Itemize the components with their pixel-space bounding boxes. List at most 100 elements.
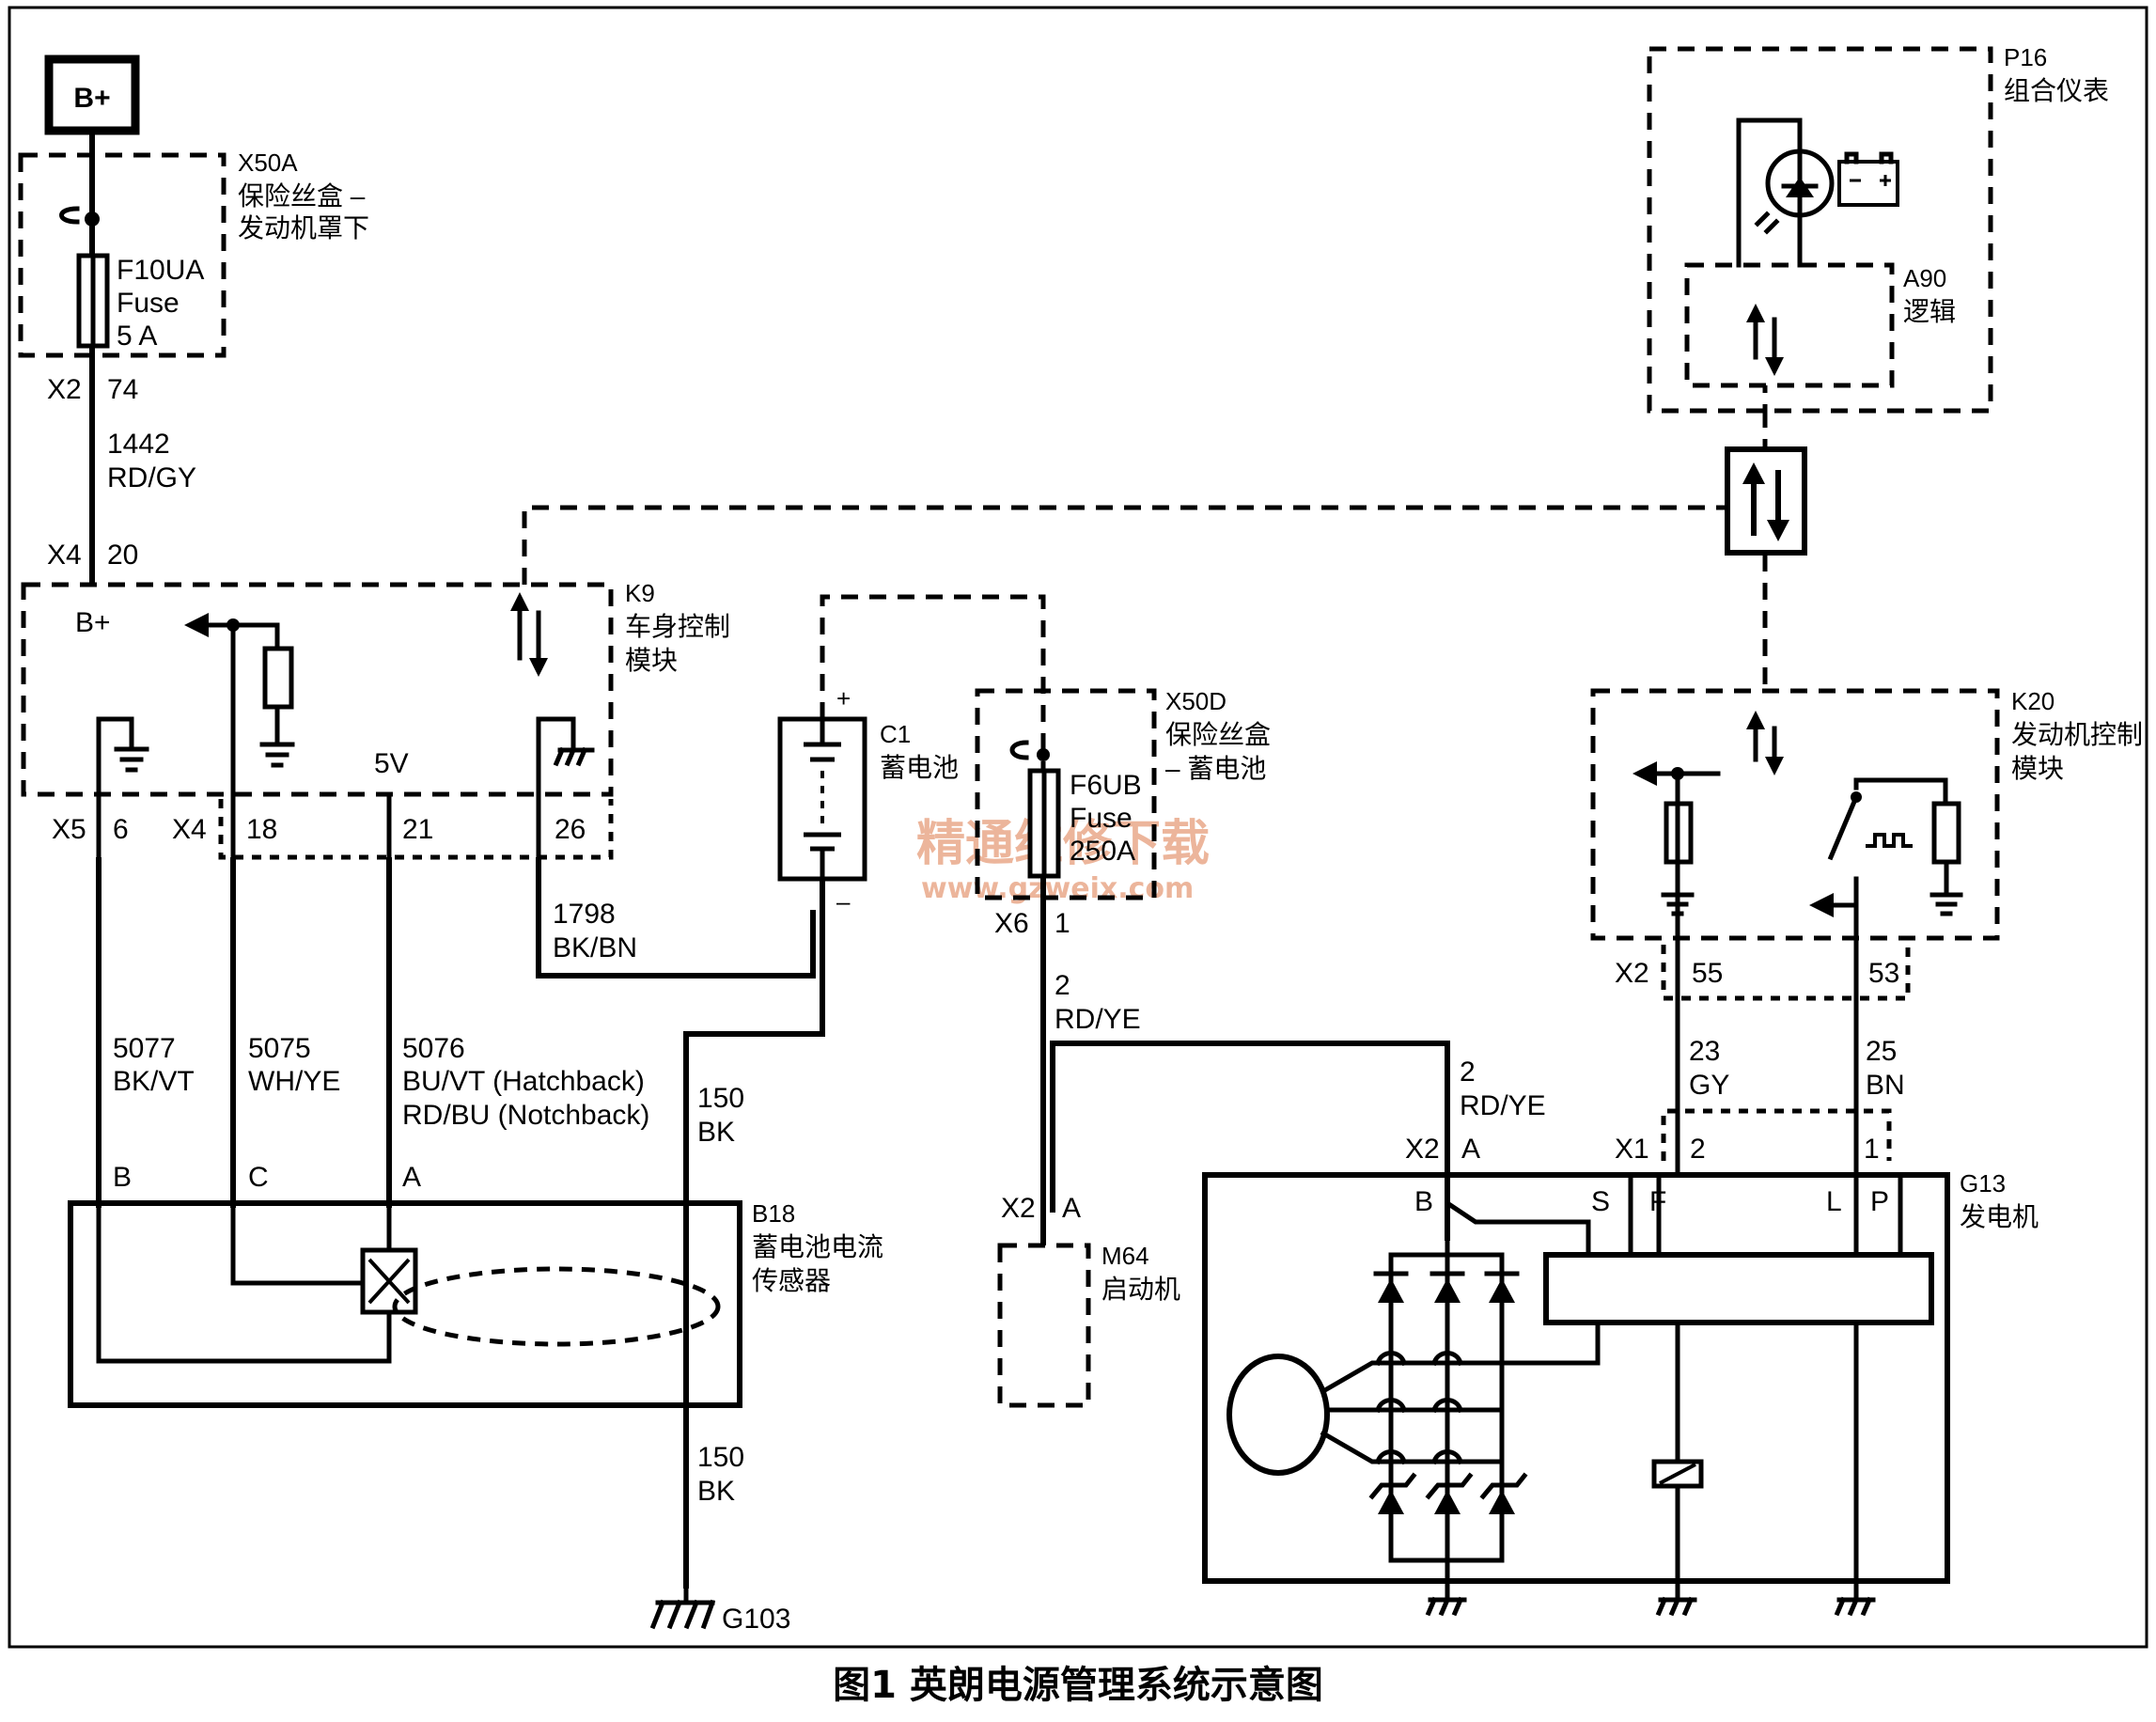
battery-pos: +	[836, 684, 851, 712]
k20-pin55-label: 55	[1692, 958, 1723, 989]
g13-id: G13	[1960, 1169, 2006, 1198]
pin-20-label: 20	[107, 540, 138, 571]
x50d-name-2: – 蓄电池	[1165, 754, 1266, 783]
wire-5076-circuit: 5076	[402, 1033, 465, 1064]
module-k20: K20 发动机控制 模块	[1590, 687, 2143, 941]
wire-150-bottom-color: BK	[697, 1476, 735, 1507]
x50a-name-2: 发动机罩下	[238, 213, 369, 243]
chassis-ground-icon	[553, 746, 595, 767]
ground-icon	[259, 742, 295, 768]
x6-conn-label: X6	[994, 908, 1029, 939]
k9-pin21-label: 21	[402, 814, 433, 845]
b18-pin-c: C	[248, 1162, 269, 1193]
g13-pin-p: P	[1870, 1186, 1889, 1217]
g13-terminal-box	[1628, 1172, 1903, 1258]
battery-fuse-link-dashed	[820, 594, 1046, 822]
fusebox-x50a: X50A 保险丝盒 – 发动机罩下	[18, 149, 369, 358]
bidirectional-arrow-icon	[510, 592, 548, 677]
gen-x1-connector-outline	[1661, 1108, 1892, 1161]
splice-dot	[1037, 748, 1050, 761]
current-loop-icon	[392, 1266, 721, 1347]
m64-pin: A	[1062, 1193, 1081, 1224]
ground-icon	[1929, 859, 1963, 916]
starter-m64: X2 A M64 启动机	[997, 1193, 1180, 1408]
x50a-name-1: 保险丝盒 –	[238, 181, 366, 211]
battery-id: C1	[880, 720, 911, 748]
a90-name: 逻辑	[1903, 297, 1956, 326]
p16-name: 组合仪表	[2004, 76, 2109, 105]
wire-1798-color: BK/BN	[553, 932, 637, 963]
chassis-ground-g103-icon: G103	[649, 1586, 790, 1635]
module-a90: A90 逻辑	[1684, 262, 1956, 388]
arrow-left-icon	[1809, 893, 1834, 917]
pin-1-label: 1	[1055, 908, 1070, 939]
m64-conn: X2	[1001, 1193, 1036, 1224]
watermark-cn: 精通维修下载	[916, 816, 1210, 872]
wire-25-circuit: 25	[1866, 1036, 1897, 1067]
wire-1798-circuit: 1798	[553, 899, 616, 930]
sensor-b18: B18 蓄电池电流 传感器 B C A	[68, 1162, 883, 1408]
b18-name-1: 蓄电池电流	[752, 1232, 883, 1261]
regulator-to-bridge	[1499, 1320, 1601, 1366]
f10ua-rating: 5 A	[117, 321, 157, 352]
generator-g13: G13 发电机 B S F L P	[1202, 1169, 2039, 1584]
battery-neg: –	[836, 887, 851, 916]
f6ub-type: Fuse	[1070, 803, 1133, 834]
k20-input-line	[1828, 876, 1859, 1178]
g13-name: 发电机	[1960, 1202, 2039, 1231]
gen-x1-label: X1	[1615, 1134, 1649, 1165]
k20-name-2: 模块	[2011, 754, 2064, 783]
p16-id: P16	[2004, 43, 2047, 71]
chassis-ground-icon	[1834, 1596, 1876, 1617]
bidirectional-arrow-icon	[1746, 304, 1784, 376]
wire-2-gen-color: RD/YE	[1460, 1090, 1546, 1121]
wire-2-generator	[1050, 1041, 1450, 1241]
b-to-s-sense	[1445, 1172, 1591, 1258]
wire-5077-color: BK/VT	[113, 1066, 195, 1097]
k20-x2-connector-outline	[1661, 945, 1911, 1001]
g13-pin-l: L	[1826, 1186, 1842, 1217]
resistor-icon	[1931, 801, 1961, 865]
k9-bplus-label: B+	[75, 607, 111, 638]
x2-conn-label: X2	[47, 374, 82, 405]
k9-x5-label: X5	[52, 814, 86, 845]
k9-chassis-ground-path	[536, 716, 576, 879]
arrow-left-icon	[184, 613, 209, 637]
field-coil-icon	[1659, 1463, 1696, 1485]
x50a-id: X50A	[238, 149, 298, 177]
k20-pin53-label: 53	[1868, 958, 1899, 989]
wire-150-bottom-circuit: 150	[697, 1442, 744, 1473]
wire-5076-color-1: BU/VT (Hatchback)	[402, 1066, 645, 1097]
stator-winding-icon	[1226, 1351, 1505, 1476]
k20-name-1: 发动机控制	[2011, 720, 2143, 749]
f6ub-rating: 250A	[1070, 836, 1135, 867]
k9-id: K9	[625, 579, 655, 607]
b18-internal-signal	[230, 1205, 367, 1286]
k9-name-1: 车身控制	[625, 612, 730, 641]
arrow-left-icon	[1633, 761, 1657, 786]
pin-74-label: 74	[107, 374, 138, 405]
battery-warning-lamp-icon	[1754, 148, 1835, 268]
x50d-name-1: 保险丝盒	[1165, 720, 1271, 749]
g13-pin-s: S	[1591, 1186, 1610, 1217]
wire-1442-circuit: 1442	[107, 429, 170, 460]
wire-2-gen-circuit: 2	[1460, 1057, 1476, 1088]
wire-25-color: BN	[1866, 1070, 1905, 1101]
gen-pin-a-label: A	[1461, 1134, 1480, 1165]
battery-symbol-icon	[1837, 151, 1899, 207]
k20-x2-label: X2	[1615, 958, 1649, 989]
gen-pin-1-label: 1	[1864, 1134, 1880, 1165]
battery-name: 蓄电池	[880, 753, 959, 782]
x50d-id: X50D	[1165, 687, 1226, 715]
wire-1442-color: RD/GY	[107, 462, 196, 493]
k9-ground-path	[96, 716, 134, 879]
splice-dot	[85, 211, 100, 227]
wire-5075-circuit: 5075	[248, 1033, 311, 1064]
wire-1798	[536, 857, 816, 978]
chassis-ground-icon	[1655, 1596, 1697, 1617]
wire-2-top-circuit: 2	[1055, 970, 1070, 1001]
b18-internal-ground	[96, 1205, 392, 1364]
bidirectional-arrow-icon	[1746, 711, 1784, 775]
wire-5076-color-2: RD/BU (Notchback)	[402, 1100, 649, 1131]
b18-pin-b: B	[113, 1162, 132, 1193]
